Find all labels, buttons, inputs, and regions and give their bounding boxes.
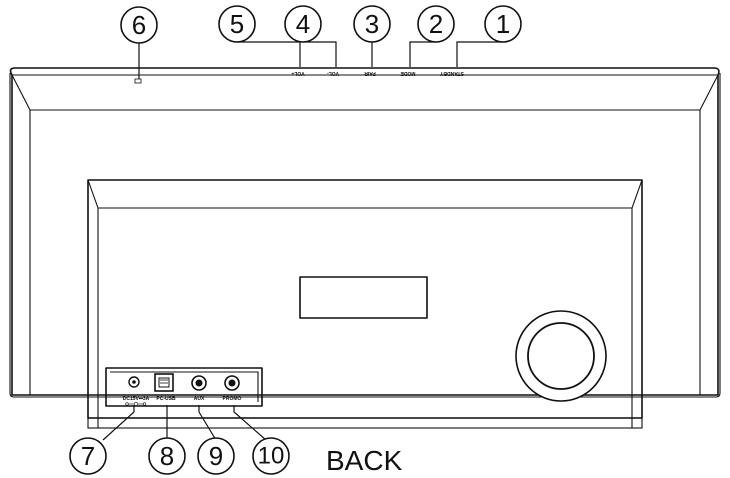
- callout-8: 8: [148, 437, 186, 475]
- label-plate: [299, 276, 428, 319]
- callout-4-number: 4: [296, 9, 310, 39]
- indicator-led: [134, 78, 142, 84]
- callout-10-number: 10: [258, 443, 285, 470]
- dc-jack: [128, 376, 140, 388]
- vol-plus-label: VOL+: [291, 70, 304, 76]
- promo-jack: [224, 375, 240, 391]
- callout-3-number: 3: [365, 9, 379, 39]
- standby-label: STANDBY: [439, 70, 463, 76]
- leader-lines: [102, 41, 503, 441]
- rear-recess: [87, 179, 643, 429]
- bass-port: [515, 310, 607, 402]
- callout-1-number: 1: [496, 9, 510, 39]
- callout-2: 2: [417, 5, 455, 43]
- callout-1: 1: [484, 5, 522, 43]
- pair-label: PAIR: [364, 70, 376, 76]
- usb-port: [154, 373, 174, 392]
- vol-minus-label: VOL-: [327, 70, 339, 76]
- callout-5-number: 5: [230, 9, 244, 39]
- top-button-labels: STANDBY MODE PAIR VOL- VOL+: [291, 70, 464, 76]
- callout-8-number: 8: [160, 441, 174, 471]
- view-caption: BACK: [326, 445, 403, 476]
- connector-panel: DC15V⎓3A PC-USB AUX PROMO: [105, 367, 263, 407]
- aux-port-label: AUX: [194, 396, 205, 402]
- callout-3: 3: [353, 5, 391, 43]
- callout-6: 6: [120, 6, 158, 44]
- promo-port-label: PROMO: [223, 396, 242, 402]
- callout-4: 4: [284, 5, 322, 43]
- dc-port-label: DC15V⎓3A: [123, 396, 150, 402]
- usb-port-label: PC-USB: [156, 396, 176, 402]
- callout-5: 5: [218, 5, 256, 43]
- callout-10: 10: [252, 437, 290, 475]
- callout-9: 9: [197, 437, 235, 475]
- device-housing: [9, 67, 721, 398]
- callout-9-number: 9: [209, 441, 223, 471]
- callout-6-number: 6: [132, 10, 146, 40]
- callout-7-number: 7: [81, 441, 95, 471]
- callout-2-number: 2: [429, 9, 443, 39]
- polarity-symbol: [125, 401, 147, 407]
- mode-label: MODE: [400, 70, 416, 76]
- callout-7: 7: [69, 437, 107, 475]
- aux-jack: [191, 375, 207, 391]
